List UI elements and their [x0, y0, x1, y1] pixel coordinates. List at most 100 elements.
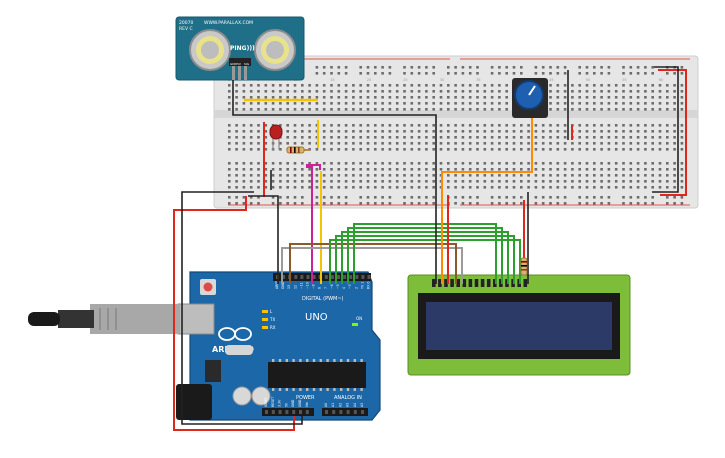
digital-pin[interactable]	[282, 275, 286, 279]
power-pin[interactable]	[292, 410, 296, 414]
backlight-resistor[interactable]	[520, 257, 528, 276]
breadboard-hole	[578, 90, 581, 93]
black-ground-wire[interactable]	[232, 80, 437, 185]
power-pin[interactable]	[265, 410, 268, 414]
lcd-pin[interactable]	[456, 279, 460, 287]
lcd-pin[interactable]	[444, 279, 448, 287]
black-header-wire[interactable]	[248, 195, 279, 284]
analog-pin[interactable]	[325, 410, 328, 414]
chip-leg	[360, 388, 363, 391]
breadboard-hole	[417, 130, 421, 133]
lcd-pin[interactable]	[462, 279, 467, 287]
magenta-led-signal-wire[interactable]	[306, 164, 321, 170]
digital-pin[interactable]	[367, 275, 371, 279]
breadboard-hole	[352, 148, 355, 151]
green-data-wire[interactable]	[347, 227, 503, 284]
column-number: 55	[622, 78, 626, 82]
breadboard-hole	[417, 136, 421, 139]
potentiometer[interactable]	[512, 78, 548, 118]
lcd-pin[interactable]	[450, 279, 454, 287]
red-rail-jumper[interactable]	[658, 69, 687, 196]
breadboard-hole	[578, 108, 581, 111]
breadboard-hole	[593, 90, 596, 93]
breadboard-hole	[585, 196, 589, 199]
breadboard-hole	[279, 162, 282, 165]
breadboard-hole	[447, 168, 450, 171]
digital-pin[interactable]	[349, 275, 353, 279]
analog-pin[interactable]	[361, 410, 364, 414]
digital-pin[interactable]	[361, 275, 365, 279]
green-data-wire[interactable]	[329, 239, 521, 284]
breadboard-hole	[249, 202, 253, 205]
breadboard-hole	[607, 90, 611, 93]
breadboard-hole	[498, 72, 501, 75]
lcd-pin[interactable]	[432, 279, 436, 287]
digital-pin[interactable]	[324, 275, 328, 279]
lcd-pin[interactable]	[480, 279, 485, 287]
green-data-wire[interactable]	[335, 235, 515, 284]
breadboard-hole	[483, 124, 487, 127]
breadboard-hole	[461, 108, 465, 111]
lcd-pin[interactable]	[474, 279, 479, 287]
analog-pin[interactable]	[353, 410, 357, 414]
power-pin[interactable]	[278, 410, 282, 414]
sensor-pin[interactable]	[238, 66, 241, 80]
breadboard-hole	[541, 72, 545, 75]
gray-signal-wire[interactable]	[281, 247, 463, 284]
breadboard-hole	[614, 174, 618, 177]
digital-pin[interactable]	[294, 275, 298, 279]
digital-pin[interactable]	[355, 275, 359, 279]
breadboard-hole	[417, 142, 421, 145]
sensor-pin[interactable]	[244, 66, 247, 80]
breadboard-hole	[228, 96, 231, 99]
power-pin[interactable]	[285, 410, 289, 414]
power-pin[interactable]	[271, 410, 275, 414]
lcd-pin[interactable]	[523, 279, 528, 287]
breadboard-hole	[264, 168, 268, 171]
breadboard-hole	[293, 142, 297, 145]
analog-pin[interactable]	[346, 410, 350, 414]
lcd-pin[interactable]	[499, 279, 503, 287]
dc-jack[interactable]	[176, 384, 212, 420]
red-5v-wire[interactable]	[173, 196, 295, 431]
digital-pin[interactable]	[306, 275, 310, 279]
green-data-wire[interactable]	[353, 223, 497, 284]
breadboard-hole	[403, 102, 406, 105]
lcd-pin[interactable]	[486, 279, 491, 287]
green-data-wire[interactable]	[341, 231, 509, 284]
digital-pin[interactable]	[337, 275, 340, 279]
breadboard-hole	[636, 148, 640, 151]
brown-signal-wire[interactable]	[289, 243, 457, 284]
lcd-pin[interactable]	[493, 279, 497, 287]
breadboard-hole	[388, 66, 392, 69]
lcd-16x2[interactable]	[407, 274, 631, 376]
lcd-pin[interactable]	[468, 279, 473, 287]
black-rail-jumper[interactable]	[652, 66, 679, 193]
digital-pin[interactable]	[330, 275, 334, 279]
sensor-pin[interactable]	[232, 66, 235, 80]
analog-pin[interactable]	[339, 410, 343, 414]
usb-cable[interactable]	[28, 304, 180, 334]
orange-wiper-wire[interactable]	[441, 118, 533, 185]
black-gnd-wire[interactable]	[181, 191, 303, 425]
reset-button[interactable]	[203, 282, 213, 292]
ping-ultrasonic-sensor[interactable]: 20070 REV C WWW.PARALLAX.COM PING))) GND…	[175, 16, 305, 81]
breadboard[interactable]: 151015202530354045505560	[213, 55, 699, 209]
breadboard-hole	[527, 174, 530, 177]
breadboard-hole	[315, 130, 319, 133]
red-led[interactable]	[269, 124, 283, 150]
analog-pin[interactable]	[332, 410, 336, 414]
digital-pin[interactable]	[312, 275, 316, 279]
power-pin[interactable]	[299, 410, 302, 414]
breadboard-hole	[410, 142, 414, 145]
power-pin[interactable]	[305, 410, 309, 414]
breadboard-hole	[279, 90, 282, 93]
digital-pin[interactable]	[343, 275, 347, 279]
breadboard-hole	[301, 180, 304, 183]
led-resistor[interactable]	[286, 146, 305, 154]
breadboard-hole	[549, 90, 552, 93]
lcd-pin[interactable]	[438, 279, 442, 287]
usb-port[interactable]	[177, 303, 215, 335]
digital-pin[interactable]	[300, 275, 304, 279]
